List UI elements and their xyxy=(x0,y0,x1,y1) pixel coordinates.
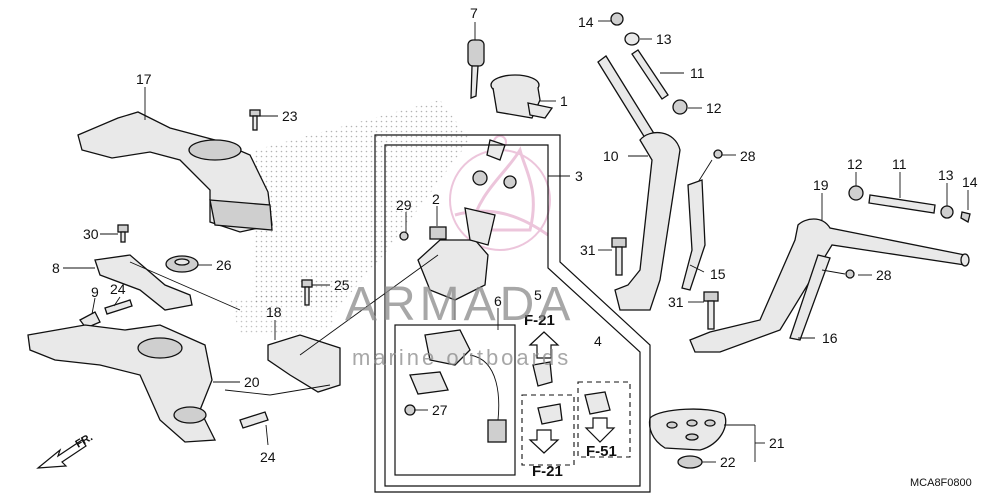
callout-11: 11 xyxy=(690,65,705,81)
callout-3: 3 xyxy=(575,168,583,184)
leader-lines xyxy=(63,20,969,463)
ref-label-f21-bottom: F-21 xyxy=(532,463,563,480)
callout-8: 8 xyxy=(52,260,60,276)
part-key xyxy=(467,39,485,99)
part-screw-29 xyxy=(399,231,409,241)
assembly-frame-inner xyxy=(384,144,641,487)
stipple-shading-2 xyxy=(230,285,345,335)
callout-25: 25 xyxy=(334,277,350,293)
part-bolt-24b xyxy=(239,411,269,429)
part-bolt-25 xyxy=(301,279,313,306)
part-bolt-28b xyxy=(821,269,855,279)
diagram-code: MCA8F0800 xyxy=(910,477,972,489)
part-bracket-15 xyxy=(681,179,706,291)
arrow-down-ref-left xyxy=(528,429,560,454)
part-switch-6 xyxy=(409,329,507,443)
part-remote-21 xyxy=(648,408,727,451)
part-pin-assembly-right xyxy=(848,185,971,223)
callout-15: 15 xyxy=(710,266,726,282)
callout-23: 23 xyxy=(282,108,298,124)
callout-14b: 14 xyxy=(962,174,978,190)
callout-22: 22 xyxy=(720,454,736,470)
callout-11b: 11 xyxy=(892,156,907,172)
callout-2: 2 xyxy=(432,191,440,207)
stipple-shading xyxy=(255,100,470,305)
callout-13: 13 xyxy=(656,31,672,47)
part-cap-22 xyxy=(677,455,703,469)
callout-26: 26 xyxy=(216,257,232,273)
callout-17: 17 xyxy=(136,71,152,87)
part-clamp-2 xyxy=(429,226,447,240)
callout-28: 28 xyxy=(740,148,756,164)
ref-label-f51: F-51 xyxy=(586,443,617,460)
callout-20: 20 xyxy=(244,374,260,390)
part-handlebar-left xyxy=(689,218,970,353)
part-bolt-24a xyxy=(104,299,133,315)
callout-21: 21 xyxy=(769,435,785,451)
callout-16: 16 xyxy=(822,330,838,346)
subassembly-frame xyxy=(394,324,516,476)
part-5 xyxy=(532,361,563,425)
callout-24: 24 xyxy=(110,281,126,297)
callout-31: 31 xyxy=(580,242,596,258)
callout-31b: 31 xyxy=(668,294,684,310)
assembly-frame-outer xyxy=(374,134,651,493)
front-direction-arrow: FR. xyxy=(36,431,95,469)
watermark-subtitle: marine outboards xyxy=(352,345,571,370)
callout-5: 5 xyxy=(534,287,542,303)
callout-labels: 7 14 13 11 12 1 17 23 10 28 3 2 29 12 11… xyxy=(52,5,978,470)
callout-29: 29 xyxy=(396,197,412,213)
arrow-down-ref-right xyxy=(584,417,616,443)
callout-19: 19 xyxy=(813,177,829,193)
part-bolt-31a xyxy=(611,237,627,276)
callout-10: 10 xyxy=(603,148,619,164)
arrow-up-ref xyxy=(528,331,560,359)
part-handlebar-right xyxy=(597,55,681,311)
part-bolt-30 xyxy=(117,224,129,243)
part-bottom-bridge xyxy=(27,324,217,443)
part-bolt-31b xyxy=(703,291,719,330)
part-nut-26 xyxy=(165,255,199,273)
part-screw-27 xyxy=(404,404,416,416)
part-plate-8 xyxy=(94,254,193,311)
part-pin-assembly-top xyxy=(610,12,688,115)
callout-1: 1 xyxy=(560,93,568,109)
ref-label-f21-top: F-21 xyxy=(524,312,555,329)
part-ignition-cover xyxy=(490,74,554,119)
callout-7: 7 xyxy=(470,5,478,21)
ref-box-left xyxy=(521,394,575,466)
callout-28b: 28 xyxy=(876,267,892,283)
callout-24b: 24 xyxy=(260,449,276,465)
front-label: FR. xyxy=(74,431,95,450)
callout-4: 4 xyxy=(594,333,602,349)
part-bolt-23 xyxy=(249,109,261,131)
callout-9: 9 xyxy=(91,284,99,300)
callout-13b: 13 xyxy=(938,167,954,183)
callout-14: 14 xyxy=(578,14,594,30)
part-bracket-16 xyxy=(789,254,831,341)
callout-27: 27 xyxy=(432,402,448,418)
part-bracket-18 xyxy=(267,334,341,393)
part-upper-cover xyxy=(77,111,273,233)
callout-6: 6 xyxy=(494,293,502,309)
part-4 xyxy=(584,391,611,415)
watermark-brand: ARMADA xyxy=(345,278,574,331)
callout-30: 30 xyxy=(83,226,99,242)
part-ignition-switch xyxy=(417,139,517,320)
callout-12b: 12 xyxy=(847,156,863,172)
ref-box-right xyxy=(577,381,631,458)
callout-18: 18 xyxy=(266,304,282,320)
callout-12: 12 xyxy=(706,100,722,116)
